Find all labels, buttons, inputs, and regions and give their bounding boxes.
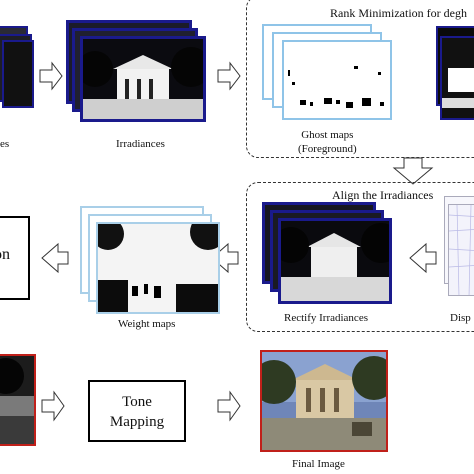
displacement-label: Disp: [450, 312, 471, 324]
hdr-image-partial: [0, 354, 36, 446]
ghost-map-stack: [262, 24, 394, 120]
irradiance-stack: [66, 20, 206, 124]
tone-mapping-label: Tone Mapping: [109, 394, 165, 430]
displacement-stack: [444, 196, 474, 300]
input-exposures-label: es: [0, 138, 10, 150]
final-image: [260, 350, 388, 452]
align-irradiances-box: [246, 182, 474, 332]
input-exposure-stack-top: [0, 26, 34, 108]
ghost-map-image: [282, 40, 392, 120]
align-irradiances-title: Align the Irradiances: [332, 188, 434, 202]
fusion-label: on: [0, 246, 10, 263]
weight-map-stack: [80, 206, 220, 314]
weight-maps-label: Weight maps: [118, 318, 176, 330]
rectify-irradiance-image: [278, 218, 392, 304]
fusion-box: on: [0, 216, 30, 300]
final-image-label: Final Image: [292, 458, 345, 470]
rectify-irradiances-label: Rectify Irradiances: [284, 312, 368, 324]
rectify-irradiance-stack: [262, 202, 392, 306]
rank-minimization-box: [246, 0, 474, 158]
tone-mapping-box: Tone Mapping: [88, 380, 186, 442]
irradiances-label: Irradiances: [116, 138, 165, 150]
irradiance-image: [80, 36, 206, 122]
ghost-maps-label: Ghost maps (Foreground): [298, 129, 357, 155]
weight-map-image: [96, 222, 220, 314]
lowrank-stack: [436, 26, 474, 122]
rank-minimization-title: Rank Minimization for degh: [330, 6, 467, 20]
